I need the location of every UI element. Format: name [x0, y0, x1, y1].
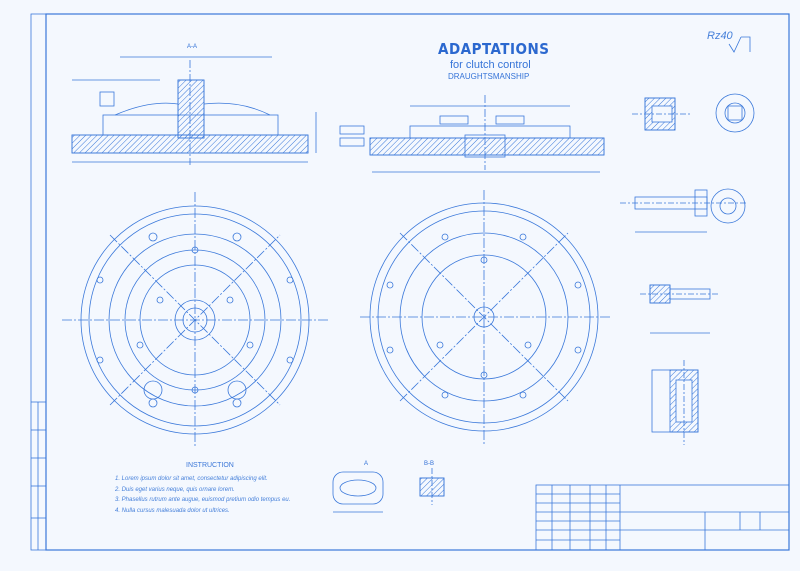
side-section-view: [339, 95, 605, 173]
drawing-subtitle: for clutch control: [450, 59, 531, 71]
instruction-item: 1. Lorem ipsum dolor sit amet, consectet…: [115, 476, 268, 482]
view-a-label: A: [364, 461, 369, 467]
section-aa-view: [71, 56, 317, 165]
instruction-item: 2. Duis eget varius neque, quis ornare l…: [115, 487, 235, 493]
roughness-label: Rz40: [707, 30, 733, 42]
pin-view: [640, 284, 720, 334]
view-a-slot: [332, 471, 384, 513]
drawing-category: DRAUGHTSMANSHIP: [448, 72, 530, 81]
drawing-title: ADAPTATIONS: [438, 40, 550, 58]
shaft-view: [620, 188, 748, 233]
instruction-item: 4. Nulla cursus malesuada dolor ut ultri…: [115, 508, 230, 514]
section-aa-label: A-A: [187, 44, 198, 50]
bushing-view: [632, 93, 755, 133]
instruction-heading: INSTRUCTION: [186, 462, 234, 469]
sleeve-view: [651, 360, 699, 445]
sheet-frame: [30, 13, 790, 551]
instruction-item: 3. Phasellus rutrum ante augue, euismod …: [115, 497, 291, 503]
section-bb-detail: [419, 468, 445, 505]
right-plan-view: [360, 190, 610, 445]
roughness-symbol: [728, 36, 751, 53]
left-plan-view: [62, 192, 330, 448]
inner-frame: [45, 13, 790, 551]
binding-strip: [31, 401, 46, 550]
section-bb-label: B-B: [424, 461, 435, 467]
title-block: [535, 484, 790, 551]
bolt-holes-left: [96, 232, 294, 408]
bolt-holes-right: [386, 233, 582, 399]
